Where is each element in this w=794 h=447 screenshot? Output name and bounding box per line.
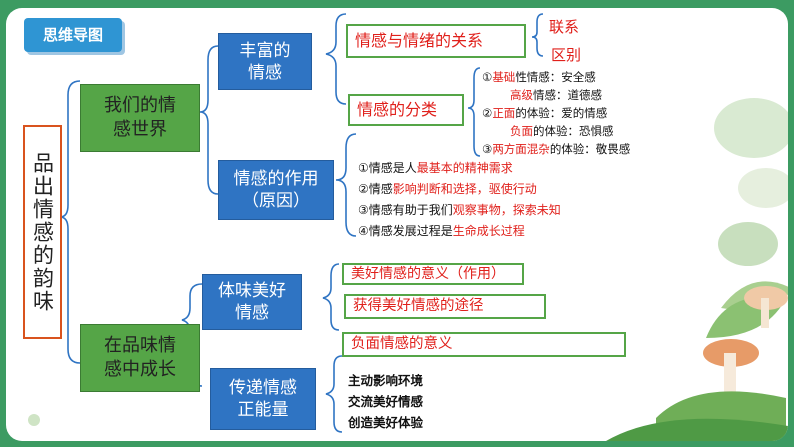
- node-grow-line1: 在品味情: [104, 335, 176, 356]
- classification-item: ①基础性情感：安全感: [482, 70, 596, 85]
- function-item: ③情感有助于我们观察事物，探索未知: [358, 203, 561, 218]
- node-grow-line2: 感中成长: [104, 359, 176, 380]
- node-savor-line2: 情感: [235, 303, 269, 323]
- classification-item: ③两方面混杂的体验：敬畏感: [482, 142, 630, 157]
- node-grow-through-emotion: 在品味情 感中成长: [80, 324, 200, 392]
- node-emotional-world-line2: 感世界: [113, 119, 167, 140]
- pass-item-influence-environment: 主动影响环境: [348, 373, 424, 388]
- function-item: ④情感发展过程是生命成长过程: [358, 224, 525, 239]
- box-emotion-mood-relation: 情感与情绪的关系: [346, 24, 526, 58]
- node-emotion-function: 情感的作用 （原因）: [218, 160, 334, 220]
- function-item-highlight: 影响判断和选择，驱使行动: [392, 182, 537, 196]
- function-item-text: ①情感是人: [358, 161, 417, 175]
- classification-item-highlight: 基础: [492, 70, 516, 84]
- effect-brace: [335, 133, 357, 237]
- classification-item-highlight: 负面: [510, 124, 533, 138]
- classification-item-highlight: 高级: [510, 88, 533, 102]
- node-savor-good-emotions: 体味美好 情感: [202, 274, 302, 330]
- function-item: ②情感影响判断和选择，驱使行动: [358, 182, 537, 197]
- pass-brace: [325, 355, 343, 433]
- relation-brace: [531, 13, 544, 57]
- savor-brace: [322, 263, 340, 331]
- box-emotion-classification: 情感的分类: [348, 94, 464, 126]
- node-savor-line1: 体味美好: [218, 281, 286, 301]
- function-item-highlight: 最基本的精神需求: [416, 161, 513, 175]
- decorative-foliage: [28, 98, 788, 441]
- classification-item-index: ①: [482, 70, 493, 84]
- classification-item-highlight: 正面: [492, 106, 516, 120]
- title-tab: 思维导图: [24, 18, 122, 52]
- classification-item: ②正面的体验：爱的情感: [482, 106, 607, 121]
- relation-item-connection: 联系: [549, 18, 580, 36]
- node-emotion-function-line1: 情感的作用: [233, 169, 319, 189]
- root-node: 品出情感的韵味: [23, 125, 62, 339]
- classify-brace: [467, 67, 481, 157]
- classification-item-text: 的体验：爱的情感: [515, 106, 608, 120]
- classification-item-text: 的体验：敬畏感: [549, 142, 631, 156]
- node-rich-emotions-line2: 情感: [248, 62, 282, 83]
- function-item-text: ④情感发展过程是: [358, 224, 453, 238]
- box-ways-to-good-emotions: 获得美好情感的途径: [344, 294, 546, 319]
- node-pass-line1: 传递情感: [229, 378, 297, 398]
- function-item-text: ②情感: [358, 182, 393, 196]
- slide: 思维导图 品出情感的韵味 我们的情 感世界 丰富的 情感 情感与情绪的关系 联系…: [6, 8, 788, 441]
- box-meaning-of-negative-emotions: 负面情感的意义: [342, 332, 626, 357]
- relation-item-difference: 区别: [551, 46, 582, 64]
- classification-item-text: 的体验：恐惧感: [533, 124, 614, 138]
- node-rich-emotions: 丰富的 情感: [218, 33, 312, 90]
- root-brace: [59, 80, 81, 364]
- function-item-text: ③情感有助于我们: [358, 203, 453, 217]
- classification-item: 负面的体验：恐惧感: [510, 124, 614, 139]
- world-brace: [199, 45, 219, 195]
- node-emotion-function-line2: （原因）: [242, 191, 310, 211]
- box-meaning-of-good-emotions: 美好情感的意义（作用）: [342, 263, 524, 285]
- classification-item: 高级情感：道德感: [510, 88, 602, 103]
- classification-item-index: ②: [482, 106, 493, 120]
- node-emotional-world: 我们的情 感世界: [80, 84, 200, 152]
- function-item-highlight: 生命成长过程: [452, 224, 525, 238]
- pass-item-create-experience: 创造美好体验: [348, 415, 424, 430]
- classification-item-highlight: 两方面混杂: [492, 142, 550, 156]
- node-pass-line2: 正能量: [237, 400, 289, 420]
- rich-brace: [325, 13, 347, 105]
- function-item-highlight: 观察事物，探索未知: [452, 203, 561, 217]
- node-pass-positive-energy: 传递情感 正能量: [210, 368, 316, 430]
- classification-item-text: 情感：道德感: [533, 88, 602, 102]
- function-item: ①情感是人最基本的精神需求: [358, 161, 513, 176]
- classification-item-text: 性情感：安全感: [515, 70, 596, 84]
- node-emotional-world-line1: 我们的情: [104, 95, 176, 116]
- pass-item-share-emotions: 交流美好情感: [348, 394, 424, 409]
- classification-item-index: ③: [482, 142, 493, 156]
- node-rich-emotions-line1: 丰富的: [239, 40, 291, 61]
